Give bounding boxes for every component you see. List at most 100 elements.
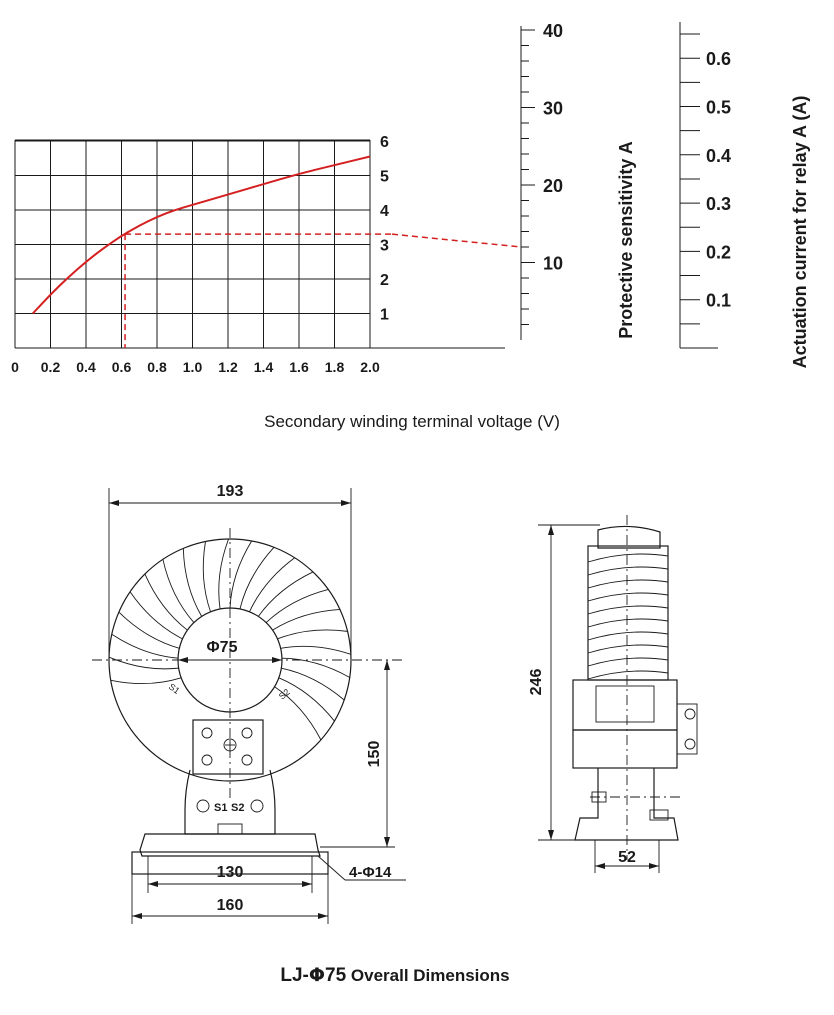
base-top <box>139 833 321 857</box>
y-tick-label: 2 <box>380 272 389 289</box>
coil-winding <box>587 605 669 615</box>
sensitivity-tick-label: 10 <box>543 254 563 274</box>
relay-tick-label: 0.6 <box>706 49 731 69</box>
coil-windings <box>587 553 669 680</box>
x-tick-label: 1.4 <box>254 359 274 375</box>
coil-winding <box>587 644 669 654</box>
sensitivity-tick-label: 20 <box>543 176 563 196</box>
base-nut <box>217 823 243 835</box>
coil-winding <box>587 579 669 589</box>
sensitivity-tick-label: 30 <box>543 99 563 119</box>
x-tick-label: 0.2 <box>41 359 61 375</box>
y-tick-label: 3 <box>380 238 389 255</box>
clamp-upper <box>572 679 678 731</box>
winding-fin <box>108 656 179 670</box>
relay-tick-label: 0.1 <box>706 291 731 311</box>
coil-body <box>587 545 669 681</box>
series-line <box>32 155 371 315</box>
terminal-plate <box>192 719 264 775</box>
coil-winding <box>587 618 669 628</box>
y-tick-label: 4 <box>380 203 389 220</box>
winding-fins <box>108 538 352 741</box>
side-view-drawing: 246 52 <box>528 515 698 873</box>
side-screw-icon <box>684 708 696 720</box>
relay-tick-label: 0.5 <box>706 98 731 118</box>
winding-fin <box>281 657 350 678</box>
x-tick-label: 0.8 <box>147 359 167 375</box>
drawing-title: LJ-Φ75 Overall Dimensions <box>280 964 509 986</box>
winding-fin <box>239 546 275 610</box>
coil-winding <box>587 592 669 602</box>
terminal-label-s1: S1 <box>214 802 227 814</box>
dim-inner-diameter: Φ75 <box>207 639 238 656</box>
dim-width: 193 <box>217 483 244 500</box>
screw-icon <box>241 727 253 739</box>
x-tick-label: 1.0 <box>183 359 203 375</box>
y-tick-label: 5 <box>380 169 389 186</box>
coil-winding <box>587 657 669 667</box>
clamp-window <box>595 685 655 723</box>
s2-terminal-icon <box>250 799 264 813</box>
x-tick-label: 1.2 <box>218 359 238 375</box>
base-plate <box>131 851 329 875</box>
sensitivity-tick-label: 40 <box>543 21 563 41</box>
reference-dashed-lines <box>124 233 522 348</box>
ring-label-s1: S1 <box>167 681 182 696</box>
sensitivity-axis-label: Protective sensitivity A <box>616 141 636 338</box>
coil-winding <box>587 670 669 680</box>
side-stand <box>574 768 679 841</box>
winding-fin <box>257 571 314 617</box>
dim-center-height: 150 <box>366 741 383 768</box>
x-axis-label: Secondary winding terminal voltage (V) <box>264 412 560 431</box>
screw-icon <box>201 754 213 766</box>
winding-fin <box>129 591 183 640</box>
sensitivity-axis: 10 20 30 40 <box>520 21 563 340</box>
winding-fin <box>272 609 340 631</box>
winding-fin <box>144 573 188 631</box>
clamp-lower <box>572 729 678 769</box>
dim-depth: 52 <box>618 849 636 866</box>
ring-label-s2: S2 <box>277 687 292 702</box>
relay-tick-label: 0.3 <box>706 194 731 214</box>
winding-fin <box>281 667 345 701</box>
holes-leader <box>317 855 346 881</box>
winding-fin <box>277 629 348 640</box>
relay-axis: 0.10.20.30.40.50.6 <box>679 22 731 349</box>
winding-fin <box>218 538 229 610</box>
x-tick-label: 2.0 <box>360 359 380 375</box>
x-tick-label: 1.8 <box>325 359 345 375</box>
side-screw-icon <box>684 738 696 750</box>
front-view-drawing: S1 S2 S1 S2 193 Φ75 150 1 <box>92 483 406 924</box>
winding-fin <box>249 557 295 612</box>
dim-holes: 4-Φ14 <box>349 864 392 881</box>
dim-hole-spacing: 130 <box>217 864 244 881</box>
winding-fin <box>110 677 182 685</box>
winding-fin <box>274 686 322 741</box>
winding-fin <box>278 677 335 722</box>
coil-winding <box>587 553 669 563</box>
coil-winding <box>587 566 669 576</box>
screw-icon <box>241 754 253 766</box>
coil-top-cap <box>597 525 661 549</box>
x-tick-label: 1.6 <box>289 359 309 375</box>
dim-base-width: 160 <box>217 897 244 914</box>
x-tick-label: 0.4 <box>76 359 96 375</box>
x-tick-label: 0 <box>11 359 19 375</box>
ref-projection-dash <box>391 233 522 248</box>
dim-height: 246 <box>528 669 545 696</box>
x-tick-label: 0.6 <box>112 359 132 375</box>
y-tick-label: 6 <box>380 134 389 151</box>
winding-fin <box>182 548 203 617</box>
s1-terminal-icon <box>196 799 210 813</box>
terminal-label-s2: S2 <box>231 802 244 814</box>
winding-fin <box>229 540 253 609</box>
terminal-screws <box>201 727 253 766</box>
chart-grid <box>14 139 505 349</box>
relay-axis-label: Actuation current for relay A (A) <box>790 96 810 369</box>
winding-fin <box>162 559 195 623</box>
coil-winding <box>587 631 669 641</box>
winding-fin <box>118 611 180 649</box>
winding-fin <box>202 541 211 612</box>
